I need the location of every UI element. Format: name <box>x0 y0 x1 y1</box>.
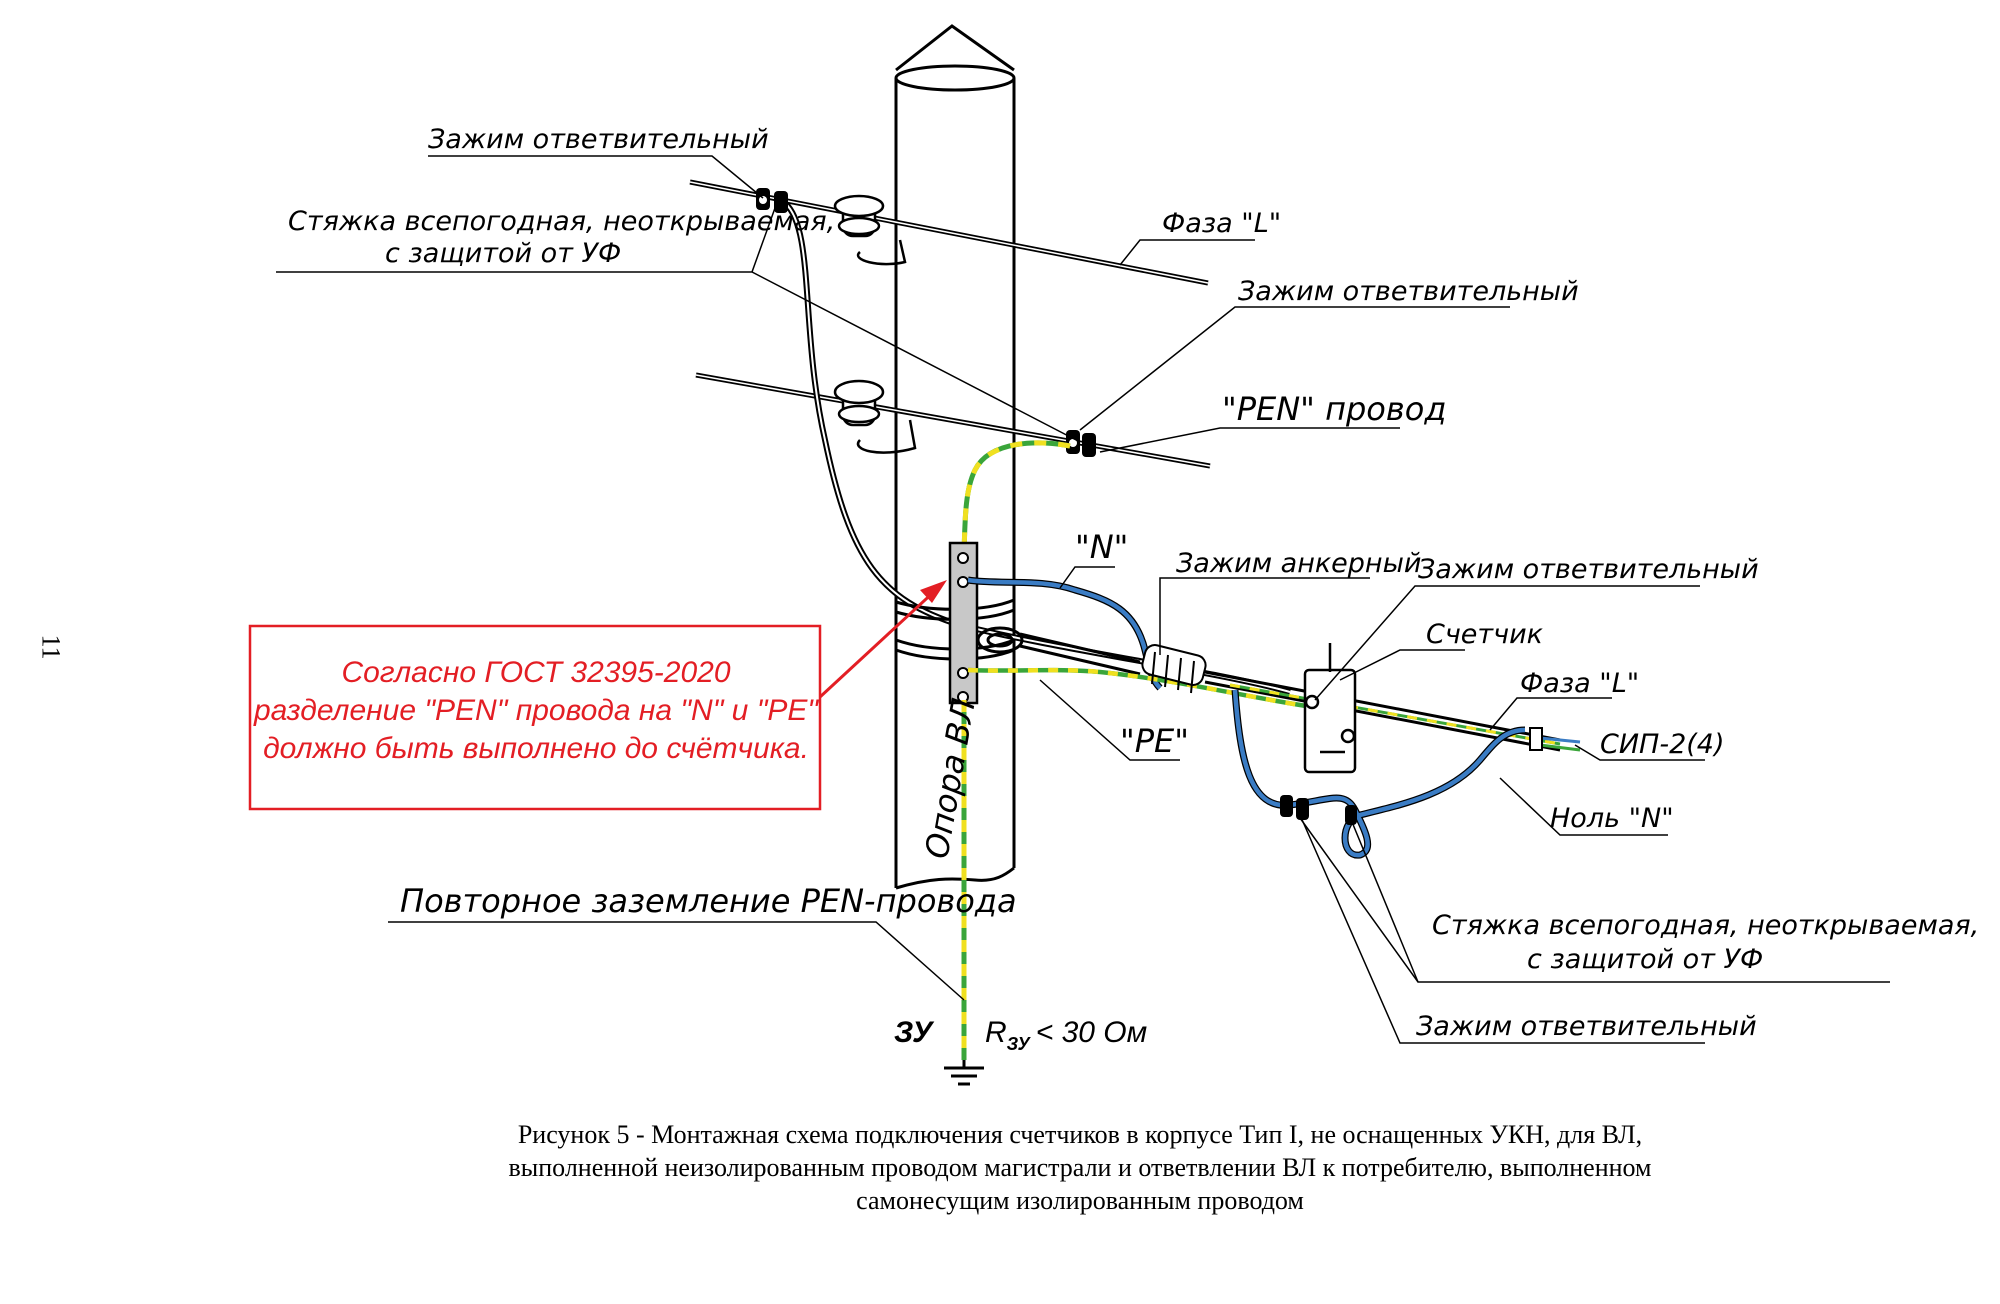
resistance-value: < 30 Ом <box>1036 1016 1147 1049</box>
label-tie-bottom-1: Стяжка всепогодная, неоткрываемая, <box>1432 910 1979 941</box>
sip-cable-pole-span <box>1019 632 1141 676</box>
label-resistance: RЗУ< 30 Ом <box>985 1016 1147 1054</box>
label-phase-l-right: Фаза "L" <box>1520 668 1639 699</box>
anchor-clamp <box>1141 644 1207 694</box>
caption-line-1: Рисунок 5 - Монтажная схема подключения … <box>517 1120 1643 1149</box>
caption-line-2: выполненной неизолированным проводом маг… <box>508 1153 1652 1182</box>
page-number: 11 <box>36 634 66 660</box>
pen-drop-wire <box>961 440 1071 556</box>
label-clamp-meter: Зажим ответвительный <box>1418 554 1759 585</box>
label-neutral-n: Ноль "N" <box>1550 803 1674 834</box>
label-tie-top-left-2: с защитой от УФ <box>385 238 621 269</box>
branch-clamp-bottom <box>1280 795 1357 825</box>
label-regrounding: Повторное заземление PEN-провода <box>400 882 1017 920</box>
splitting-bracket <box>948 541 979 705</box>
label-phase-l-top: Фаза "L" <box>1162 208 1281 239</box>
label-zu: ЗУ <box>894 1016 935 1049</box>
label-meter: Счетчик <box>1426 619 1544 650</box>
gost-note: Согласно ГОСТ 32395-2020 разделение "PEN… <box>248 580 947 811</box>
label-pen-wire: "PEN" провод <box>1222 390 1446 428</box>
note-line-1: Согласно ГОСТ 32395-2020 <box>341 656 730 689</box>
pen-main-wire <box>695 372 1211 469</box>
leader-lines <box>276 155 1890 1044</box>
caption-line-3: самонесущим изолированным проводом <box>856 1186 1304 1215</box>
insulator-top <box>833 194 907 266</box>
insulator-middle <box>833 379 917 454</box>
label-sip: СИП-2(4) <box>1600 729 1725 760</box>
ground-symbol <box>944 1060 984 1086</box>
note-line-3: должно быть выполнено до счётчика. <box>263 732 809 765</box>
meter-body <box>1303 643 1357 774</box>
resistance-r: R <box>985 1016 1007 1049</box>
resistance-sub: ЗУ <box>1007 1034 1032 1054</box>
pole <box>894 24 1016 890</box>
branch-clamp-top-left <box>756 188 788 213</box>
label-tie-top-left-1: Стяжка всепогодная, неоткрываемая, <box>288 206 835 237</box>
label-clamp-bottom: Зажим ответвительный <box>1416 1011 1757 1042</box>
label-clamp-top-right: Зажим ответвительный <box>1238 276 1579 307</box>
label-anchor-clamp: Зажим анкерный <box>1176 548 1421 579</box>
figure-caption: Рисунок 5 - Монтажная схема подключения … <box>380 1118 1780 1217</box>
label-tie-bottom-2: с защитой от УФ <box>1527 944 1763 975</box>
note-line-2: разделение "PEN" провода на "N" и "PE" <box>253 694 819 727</box>
label-clamp-top-left: Зажим ответвительный <box>428 124 769 155</box>
pole-hook <box>976 626 1024 654</box>
label-pe: "PE" <box>1120 722 1189 760</box>
label-pole: Опора ВЛ <box>917 695 983 861</box>
label-n: "N" <box>1075 528 1128 566</box>
